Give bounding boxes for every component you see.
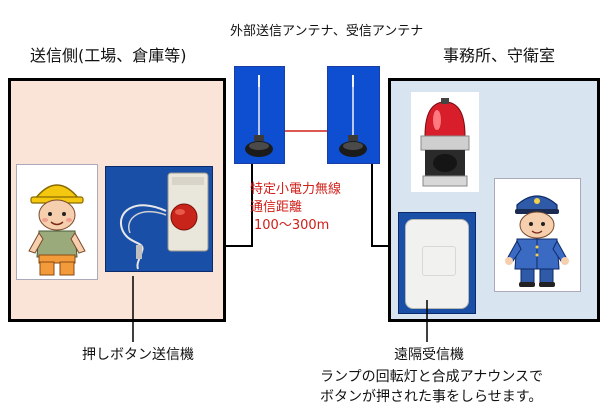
transmitter-label: 押しボタン送信機 (82, 344, 194, 364)
receiver-label: 遠隔受信機 (394, 344, 464, 364)
note-line-1: ランプの回転灯と合成アナウンスで (320, 366, 543, 386)
note-line-2: ボタンが押された事をしらせます。 (320, 386, 542, 406)
